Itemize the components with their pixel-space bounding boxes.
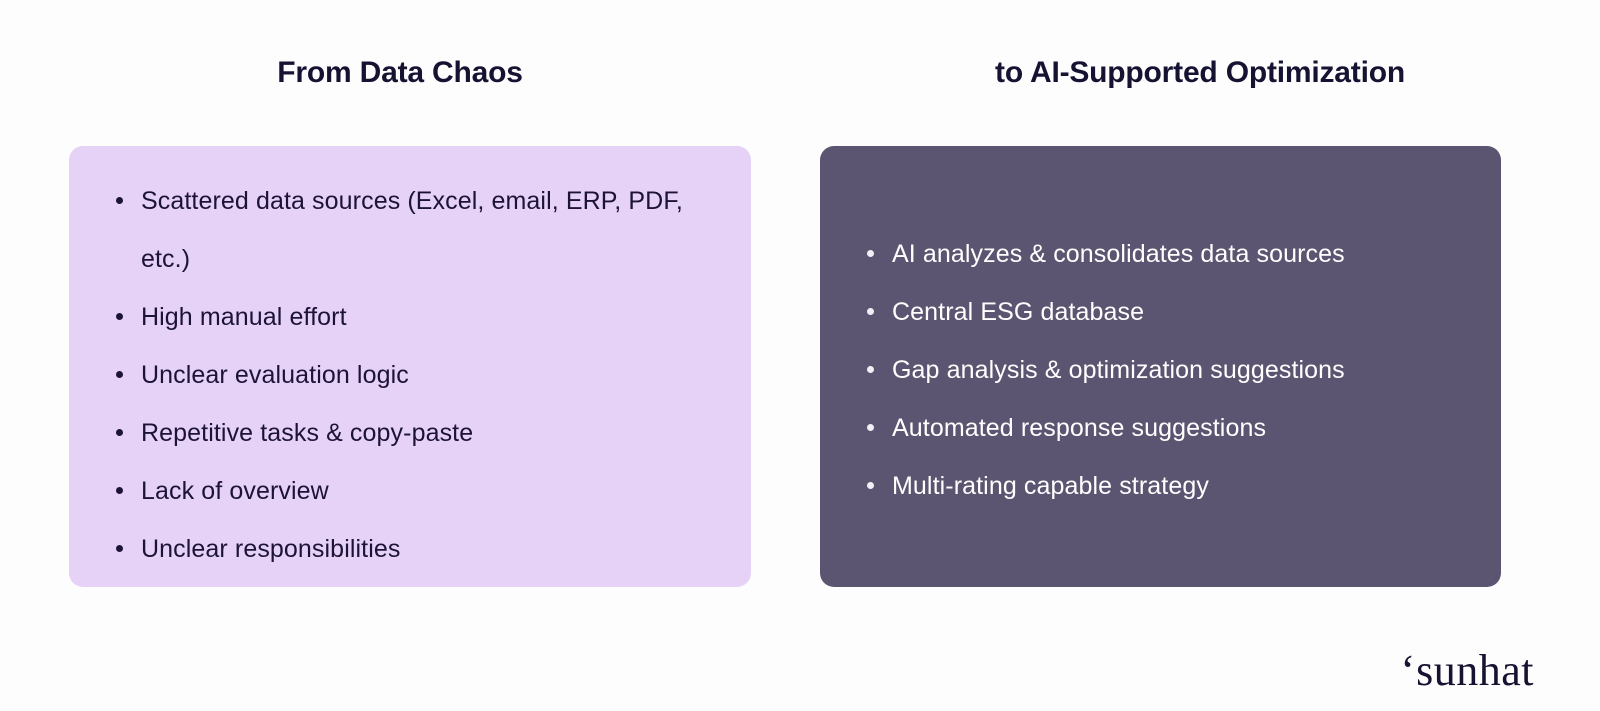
bullet-dot-icon xyxy=(116,371,123,378)
list-item-label: Scattered data sources (Excel, email, ER… xyxy=(141,187,683,273)
left-heading-cell: From Data Chaos xyxy=(0,45,800,100)
list-item: Multi-rating capable strategy xyxy=(850,457,1471,515)
list-item-label: Lack of overview xyxy=(141,477,329,505)
bullet-dot-icon xyxy=(867,423,874,431)
bullet-dot-icon xyxy=(116,545,123,552)
bullet-dot-icon xyxy=(116,487,123,494)
logo-wordmark: sunhat xyxy=(1416,646,1534,695)
right-heading-cell: to AI-Supported Optimization xyxy=(800,45,1600,100)
list-item: High manual effort xyxy=(99,288,721,346)
bullet-dot-icon xyxy=(867,365,874,373)
list-item: Repetitive tasks & copy-paste xyxy=(99,404,721,462)
list-item: Scattered data sources (Excel, email, ER… xyxy=(99,172,721,288)
list-item: Central ESG database xyxy=(850,283,1471,341)
list-item-label: Unclear evaluation logic xyxy=(141,361,409,389)
right-column-title: to AI-Supported Optimization xyxy=(995,55,1405,89)
sunhat-logo: ‘ sunhat xyxy=(1400,649,1534,693)
bullet-dot-icon xyxy=(116,429,123,436)
list-item-label: Repetitive tasks & copy-paste xyxy=(141,419,474,447)
bullet-dot-icon xyxy=(867,481,874,489)
list-item-label: AI analyzes & consolidates data sources xyxy=(892,239,1345,268)
list-item-label: Gap analysis & optimization suggestions xyxy=(892,355,1345,384)
pain-points-panel: Scattered data sources (Excel, email, ER… xyxy=(69,146,751,587)
list-item: Automated response suggestions xyxy=(850,399,1471,457)
left-column-title: From Data Chaos xyxy=(277,55,523,89)
list-item-label: High manual effort xyxy=(141,303,347,331)
bullet-dot-icon xyxy=(116,313,123,320)
list-item-label: Automated response suggestions xyxy=(892,413,1267,442)
list-item: Gap analysis & optimization suggestions xyxy=(850,341,1471,399)
column-headings: From Data Chaos to AI-Supported Optimiza… xyxy=(0,45,1600,100)
list-item: Lack of overview xyxy=(99,462,721,520)
bullet-dot-icon xyxy=(867,249,874,257)
list-item: AI analyzes & consolidates data sources xyxy=(850,225,1471,283)
list-item: Unclear responsibilities xyxy=(99,520,721,578)
solutions-panel: AI analyzes & consolidates data sources … xyxy=(820,146,1501,587)
logo-apostrophe-icon: ‘ xyxy=(1400,646,1416,695)
solutions-list: AI analyzes & consolidates data sources … xyxy=(850,225,1471,515)
list-item-label: Multi-rating capable strategy xyxy=(892,471,1209,500)
list-item-label: Central ESG database xyxy=(892,297,1145,326)
bullet-dot-icon xyxy=(116,197,123,204)
list-item-label: Unclear responsibilities xyxy=(141,535,401,563)
list-item: Unclear evaluation logic xyxy=(99,346,721,404)
bullet-dot-icon xyxy=(867,307,874,315)
pain-points-list: Scattered data sources (Excel, email, ER… xyxy=(99,172,721,578)
